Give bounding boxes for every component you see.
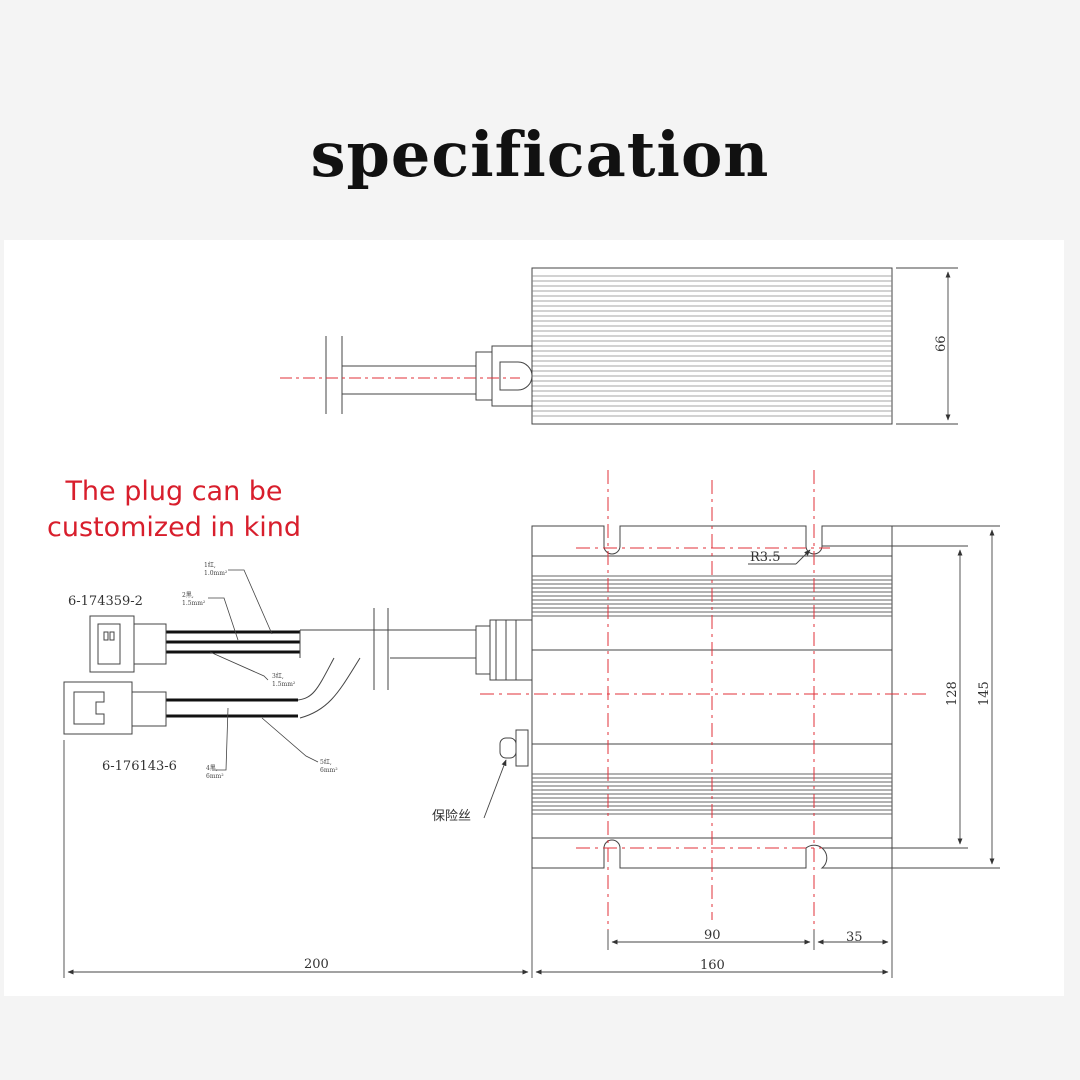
- wire-3-label: 3红,: [272, 672, 284, 680]
- customization-note: The plug can be customized in kind: [24, 474, 324, 546]
- top-view: [325, 267, 893, 425]
- wire-3-size: 1.5mm²: [272, 681, 296, 688]
- top-fins: [532, 275, 892, 417]
- fuse-holder: [515, 729, 529, 767]
- wire-5-size: 6mm²: [320, 767, 338, 774]
- note-line-2: customized in kind: [46, 512, 302, 543]
- wire-2-label: 2黑,: [182, 592, 194, 599]
- radius-label: R3.5: [750, 550, 780, 565]
- wire-1-size: 1.0mm²: [204, 570, 228, 577]
- page-title: specification: [310, 118, 770, 191]
- dim-200-label: 200: [304, 957, 329, 972]
- lower-connector-label: 6-176143-6: [102, 759, 177, 774]
- dim-128-label: 128: [945, 681, 960, 706]
- dim-160-label: 160: [700, 958, 725, 973]
- lower-connector-boot: [131, 691, 167, 727]
- top-gland-loop: [499, 361, 533, 391]
- top-cable-gland: [491, 345, 533, 407]
- upper-connector-label: 6-174359-2: [68, 594, 143, 609]
- bottom-flange: [531, 837, 893, 869]
- front-gland-nut: [475, 625, 491, 675]
- dim-90-label: 90: [704, 928, 721, 943]
- dim-vertical: [822, 525, 1000, 869]
- top-flange: [531, 525, 893, 557]
- fuse-cap: [499, 737, 517, 759]
- wire-4-size: 6mm²: [206, 773, 224, 780]
- front-cable-gland: [489, 619, 533, 681]
- front-view: [63, 525, 893, 869]
- wire-1-label: 1红,: [204, 561, 216, 569]
- dim-66: [896, 267, 958, 425]
- dim-145-label: 145: [977, 681, 992, 706]
- dim-horizontal: [63, 740, 893, 978]
- upper-connector-boot: [133, 623, 167, 665]
- note-line-1: The plug can be: [65, 476, 283, 507]
- dim-66-label: 66: [934, 335, 949, 352]
- front-centerlines: [480, 470, 930, 930]
- wire-4-label: 4黑,: [206, 765, 218, 772]
- top-gland-nut: [475, 351, 493, 401]
- dim-35-label: 35: [846, 930, 863, 945]
- wire-2-size: 1.5mm²: [182, 600, 206, 607]
- wire-5-label: 5红,: [320, 758, 332, 766]
- fuse-label: 保险丝: [432, 809, 471, 824]
- wire-leaders: [208, 569, 319, 771]
